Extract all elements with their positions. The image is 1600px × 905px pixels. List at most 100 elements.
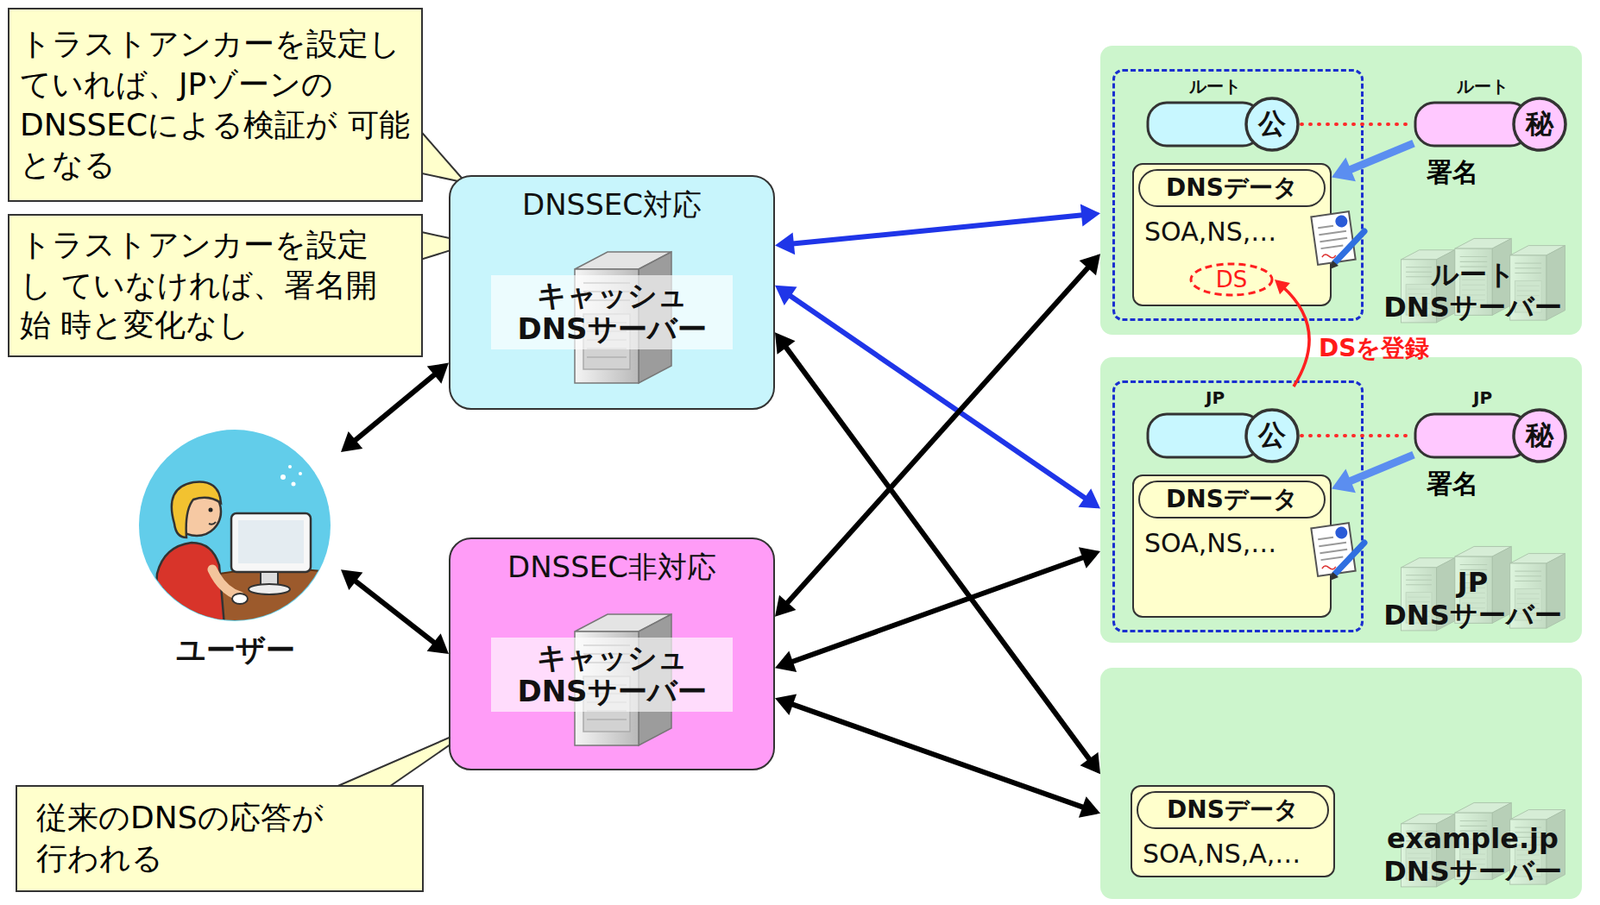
text-slot: DNSデータ [1136,791,1330,830]
edge-label-slot: DSを登録 [1318,332,1430,366]
connector-line [351,578,439,647]
text-slot: 公 [1247,100,1297,149]
text-slot: JP DNSサーバー [1366,561,1579,637]
key-type: 公 [1258,416,1286,455]
text-slot: example.jp DNSサーバー [1366,818,1579,893]
text-slot: 秘 [1515,411,1564,460]
key-owner: ルート [1456,75,1509,99]
connector [774,332,1101,775]
server-name: example.jp DNSサーバー [1366,822,1579,889]
user-illustration [129,427,341,626]
text-slot: ルート [1430,75,1535,98]
arrow-head [1078,488,1101,509]
callout-text: トラストアンカーを設定し ていれば、JPゾーンの DNSSECによる検証が 可能… [19,24,415,186]
arrow-head [774,595,796,618]
ds-record: DS [1188,261,1275,298]
callout-box: トラストアンカーを設定し ていなければ、署名開始 時と変化なし [7,214,423,358]
connector-line [351,371,439,444]
key-owner: JP [1205,387,1225,409]
text-slot: 従来のDNSの応答が 行われる [36,787,334,891]
arrow-head [774,693,797,716]
data-title: DNSデータ [1165,483,1298,517]
dns-data-box: DNSデータ SOA,NS,A,… [1130,785,1336,878]
box-title: DNSSEC対応 [522,185,702,226]
connector [340,569,449,655]
key-type: 秘 [1525,416,1554,455]
cache-server-box: DNSSEC非対応キャッシュ DNSサーバー [448,537,775,771]
key-circle [1513,98,1566,151]
signature-icon [1307,520,1370,583]
connector [774,253,1101,618]
text-slot: DS [1188,261,1275,298]
box-title: DNSSEC非対応 [507,548,717,588]
callout-box: 従来のDNSの応答が 行われる [15,785,424,893]
text-slot: ユーザー [129,630,341,671]
key-type: 秘 [1525,105,1554,144]
text-slot: DNSSEC非対応 [450,548,774,588]
data-title: DNSデータ [1165,171,1298,205]
server-name: JP DNSサーバー [1366,566,1579,633]
dns-data-box: DNSデータ SOA,NS,… [1132,474,1332,618]
callout-text: トラストアンカーを設定し ていなければ、署名開始 時と変化なし [19,225,400,347]
key-circle [1513,409,1566,462]
callout-tail [417,127,467,183]
key-owner: ルート [1189,75,1241,99]
edge-label-slot: 署名 [1426,466,1479,503]
arrow-head [1078,547,1101,568]
key-bar [1415,102,1530,146]
text-slot: トラストアンカーを設定し ていなければ、署名開始 時と変化なし [19,215,400,356]
arrow-head [340,569,363,591]
server-label: キャッシュ DNSサーバー [491,641,733,709]
text-slot: SOA,NS,… [1144,213,1320,250]
key-type: 公 [1258,105,1286,144]
connector [340,363,449,453]
signature-icon-use [1310,522,1365,581]
data-title: DNSデータ [1166,793,1299,827]
text-slot: キャッシュ DNSサーバー [491,275,733,350]
text-slot: DNSSEC対応 [450,185,774,226]
user-illustration-use [129,429,341,626]
text-slot: SOA,NS,A,… [1142,835,1323,872]
text-slot: トラストアンカーを設定し ていれば、JPゾーンの DNSSECによる検証が 可能… [19,9,415,201]
server-panel: example.jp DNSサーバー DNSデータ SOA,NS,A,… [1100,667,1582,900]
connector-line [787,555,1088,664]
text-slot: JP [1163,386,1267,410]
text-slot: SOA,NS,… [1144,524,1320,561]
ds-label: DS [1215,266,1248,293]
arrow-head [427,363,449,385]
key-circle [1246,98,1298,151]
key-bar [1147,102,1262,146]
text-slot: 秘 [1515,100,1564,149]
text-slot: キャッシュ DNSサーバー [491,637,733,712]
arrow-head [1080,204,1101,227]
connector-line [786,293,1090,502]
connector-line [787,702,1089,809]
ds-outline [1190,264,1273,296]
dns-data-box: DNSデータ SOA,NS,… DS [1132,163,1332,307]
key-shape: ルート秘 [1413,75,1569,152]
server-panel: JP DNSサーバー JP 公 JP 秘 DNSデータ SOA,NS,… [1100,357,1582,643]
arrow-head [1079,752,1101,775]
callout-text: 従来のDNSの応答が 行われる [36,798,334,880]
user-label: ユーザー [176,630,296,671]
edge-label: DSを登録 [1318,332,1430,366]
key-owner: JP [1473,387,1493,409]
callout-box: トラストアンカーを設定し ていれば、JPゾーンの DNSSECによる検証が 可能… [7,7,423,202]
connector [774,547,1101,673]
key-shape: JP 公 [1146,386,1302,463]
arrow-head [1079,253,1101,276]
record-list: SOA,NS,… [1144,528,1277,559]
edge-label-slot: 署名 [1426,155,1479,191]
connector [774,204,1101,256]
text-slot: JP [1430,386,1535,410]
arrow-head [774,285,797,306]
record-list: SOA,NS,… [1144,216,1277,247]
key-shape: ルート公 [1146,75,1302,152]
text-slot: DNSデータ [1138,480,1326,519]
signature-icon-use [1310,211,1365,270]
arrow-head [774,332,796,354]
arrow-head [1078,796,1101,819]
cache-server-box: DNSSEC対応キャッシュ DNSサーバー [448,175,775,410]
text-slot: DNSデータ [1138,169,1326,208]
